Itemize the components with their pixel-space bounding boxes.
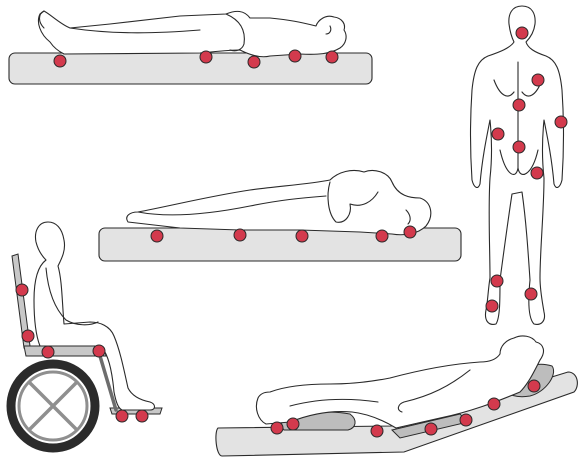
- pressure-point: [488, 398, 500, 410]
- pressure-point: [516, 27, 528, 39]
- side-lying-body: [127, 170, 431, 234]
- pressure-point: [491, 275, 503, 287]
- pressure-point: [492, 128, 504, 140]
- pressure-point: [460, 414, 472, 426]
- pressure-point: [528, 380, 540, 392]
- pressure-point: [248, 56, 260, 68]
- pressure-point: [54, 55, 66, 67]
- pressure-point: [287, 418, 299, 430]
- pressure-point: [532, 74, 544, 86]
- pressure-point: [371, 425, 383, 437]
- pressure-point: [16, 284, 28, 296]
- pressure-point: [22, 330, 34, 342]
- supine-body: [38, 11, 346, 57]
- pressure-point: [486, 300, 498, 312]
- pressure-point: [289, 50, 301, 62]
- pressure-point: [531, 167, 543, 179]
- pressure-point: [326, 51, 338, 63]
- standing-body: [471, 6, 564, 324]
- pressure-point: [200, 51, 212, 63]
- pressure-point: [376, 230, 388, 242]
- pressure-point: [151, 230, 163, 242]
- pressure-point: [513, 99, 525, 111]
- pressure-point: [296, 230, 308, 242]
- pressure-point: [42, 346, 54, 358]
- supine-figure: [9, 11, 372, 84]
- pressure-point: [555, 116, 567, 128]
- pressure-point: [234, 229, 246, 241]
- pressure-point: [425, 423, 437, 435]
- standing-figure: [471, 6, 568, 324]
- pressure-point: [116, 410, 128, 422]
- pressure-point: [271, 422, 283, 434]
- reclined-figure: [216, 336, 577, 456]
- pressure-point: [525, 288, 537, 300]
- side-lying-figure: [99, 170, 461, 261]
- pressure-point: [93, 345, 105, 357]
- pressure-point: [513, 141, 525, 153]
- pressure-point: [136, 410, 148, 422]
- pressure-point: [404, 226, 416, 238]
